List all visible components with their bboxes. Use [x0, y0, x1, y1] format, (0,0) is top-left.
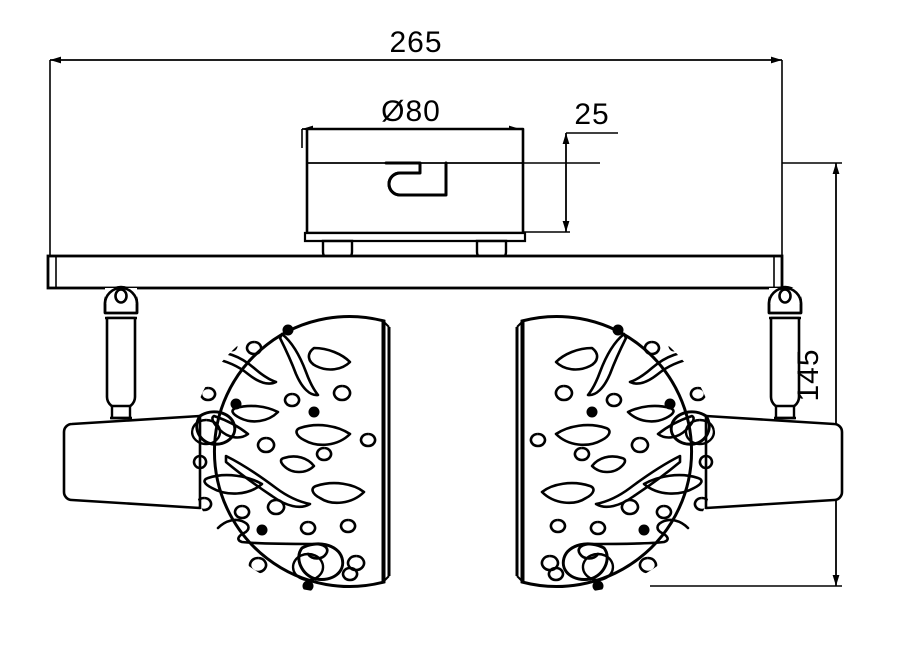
- dimension-label-overall-width: 265: [389, 26, 442, 59]
- lamp-head-left: [190, 315, 391, 592]
- dimension-label-overall-height: 145: [792, 348, 825, 401]
- base-bar: [46, 254, 784, 290]
- lamp-arm-right: [704, 285, 844, 510]
- lamp-arm-left: [62, 285, 202, 510]
- junction-box: [303, 127, 527, 243]
- dimension-overall-height: [650, 162, 842, 587]
- dimension-label-box-height: 25: [574, 98, 609, 131]
- dimension-box-height: [520, 132, 618, 233]
- dimension-overall-width: [49, 56, 783, 260]
- dimension-label-head-diameter: Ø80: [381, 95, 441, 128]
- lamp-head-right: [515, 315, 716, 592]
